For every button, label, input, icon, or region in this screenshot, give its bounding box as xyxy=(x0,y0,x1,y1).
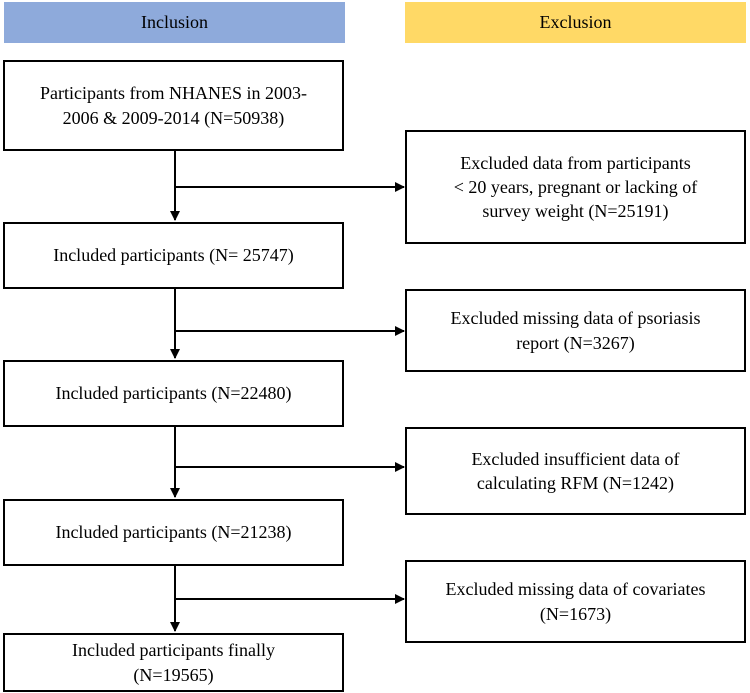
inclusion-box-5: Included participants finally (N=19565) xyxy=(3,633,344,692)
exclusion-box-2-line-1: Excluded missing data of psoriasis xyxy=(450,308,701,329)
inclusion-box-1-line-1: Participants from NHANES in 2003- xyxy=(40,83,307,104)
inclusion-box-2-line-1: Included participants (N= 25747) xyxy=(53,245,294,266)
exclusion-box-1: Excluded data from participants < 20 yea… xyxy=(405,130,746,244)
exclusion-box-4: Excluded missing data of covariates (N=1… xyxy=(405,560,746,643)
exclusion-box-1-line-2: < 20 years, pregnant or lacking of xyxy=(453,176,698,197)
inclusion-header-label: Inclusion xyxy=(141,11,208,32)
inclusion-box-5-line-1: Included participants finally xyxy=(72,640,275,661)
exclusion-header-label: Exclusion xyxy=(539,11,612,32)
inclusion-box-2: Included participants (N= 25747) xyxy=(3,222,344,289)
inclusion-box-3-line-1: Included participants (N=22480) xyxy=(55,383,292,404)
inclusion-box-3: Included participants (N=22480) xyxy=(3,360,344,427)
exclusion-box-2: Excluded missing data of psoriasis repor… xyxy=(405,289,746,372)
inclusion-header: Inclusion xyxy=(4,2,345,43)
inclusion-box-1: Participants from NHANES in 2003- 2006 &… xyxy=(3,60,344,151)
exclusion-box-3: Excluded insufficient data of calculatin… xyxy=(405,427,746,515)
exclusion-box-4-line-2: (N=1673) xyxy=(539,603,612,624)
inclusion-box-1-line-2: 2006 & 2009-2014 (N=50938) xyxy=(62,107,285,128)
exclusion-box-3-line-1: Excluded insufficient data of xyxy=(471,448,680,469)
inclusion-box-5-line-2: (N=19565) xyxy=(133,664,214,685)
exclusion-box-3-line-2: calculating RFM (N=1242) xyxy=(476,473,675,493)
exclusion-box-4-line-1: Excluded missing data of covariates xyxy=(445,579,706,600)
exclusion-box-1-line-3: survey weight (N=25191) xyxy=(482,201,669,222)
exclusion-box-1-line-1: Excluded data from participants xyxy=(460,152,691,173)
inclusion-box-4-line-1: Included participants (N=21238) xyxy=(55,522,292,543)
exclusion-header: Exclusion xyxy=(405,2,746,43)
exclusion-box-2-line-2: report (N=3267) xyxy=(516,332,635,353)
inclusion-box-4: Included participants (N=21238) xyxy=(3,499,344,566)
